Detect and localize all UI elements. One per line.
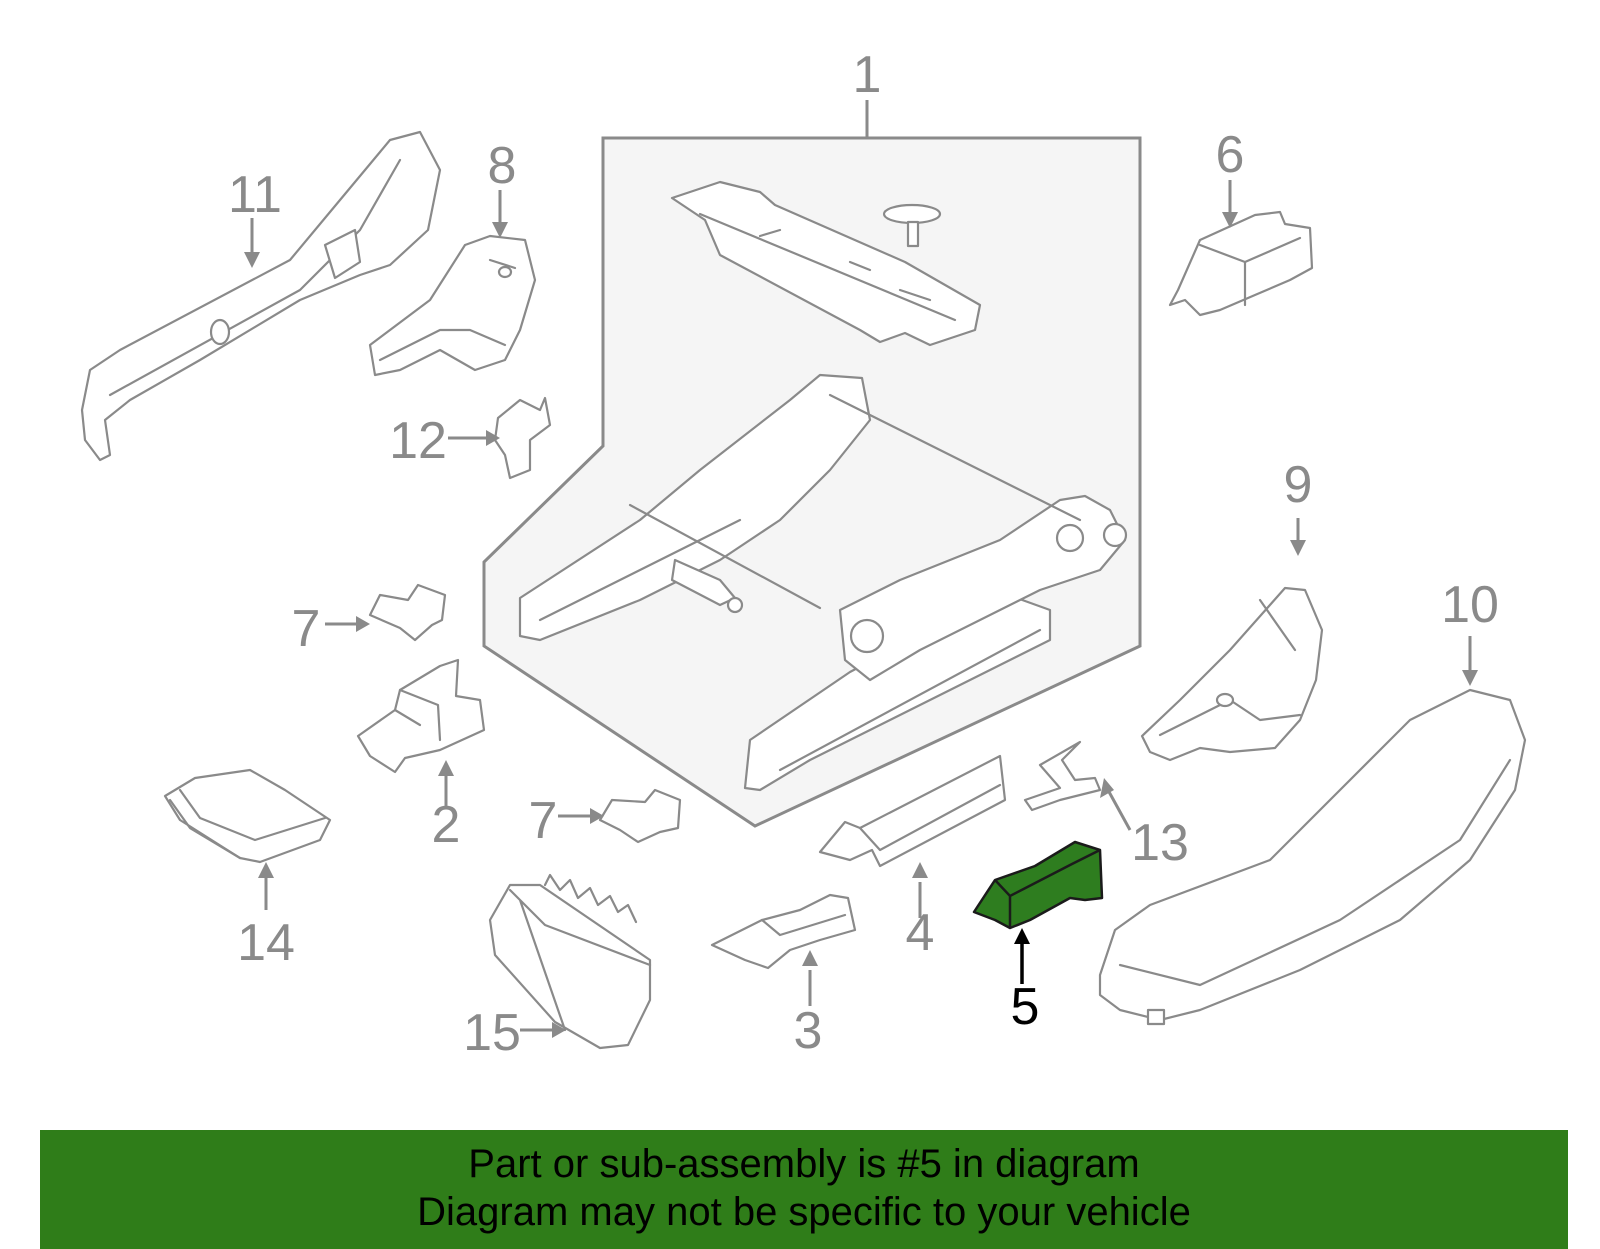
part-1-seat-track-assembly[interactable]	[482, 136, 1142, 828]
callout-7b: 7	[529, 792, 558, 850]
callout-12: 12	[389, 412, 447, 470]
callout-7a: 7	[292, 600, 321, 658]
callout-3: 3	[794, 1002, 823, 1060]
callout-1: 1	[853, 46, 882, 104]
callout-13: 13	[1131, 814, 1189, 872]
callout-5: 5	[1011, 978, 1040, 1036]
part-10-outer-shield[interactable]	[1098, 688, 1527, 1026]
callout-4: 4	[906, 904, 935, 962]
part-5-highlighted[interactable]	[972, 840, 1104, 930]
part-2-bracket[interactable]	[356, 658, 486, 774]
callout-14: 14	[237, 914, 295, 972]
part-4-rail-cover[interactable]	[818, 754, 1007, 868]
part-8-cover[interactable]	[368, 234, 537, 377]
callout-15: 15	[463, 1004, 521, 1062]
part-13-clip[interactable]	[1023, 740, 1102, 812]
callout-11: 11	[228, 166, 282, 224]
banner-line-1: Part or sub-assembly is #5 in diagram	[468, 1142, 1140, 1186]
bolt-icon	[882, 203, 942, 248]
part-7a-clip[interactable]	[368, 583, 447, 642]
banner-line-2: Diagram may not be specific to your vehi…	[417, 1190, 1191, 1234]
part-15-control-unit[interactable]	[488, 873, 652, 1050]
part-6-cover[interactable]	[1168, 210, 1314, 317]
parts-diagram: 1 11 8 12 6 7 2	[80, 46, 1527, 1062]
callout-9: 9	[1284, 456, 1313, 514]
callout-10: 10	[1441, 576, 1499, 634]
callout-2: 2	[432, 796, 461, 854]
part-12-clip[interactable]	[493, 396, 552, 480]
callout-8: 8	[488, 137, 517, 195]
part-7b-clip[interactable]	[598, 788, 682, 844]
part-9-cover[interactable]	[1140, 586, 1324, 762]
part-11-outer-trim[interactable]	[80, 130, 442, 462]
info-banner: Part or sub-assembly is #5 in diagram Di…	[40, 1130, 1568, 1249]
part-3-bracket[interactable]	[710, 893, 857, 970]
part-14-module[interactable]	[163, 768, 332, 864]
callout-6: 6	[1216, 126, 1245, 184]
